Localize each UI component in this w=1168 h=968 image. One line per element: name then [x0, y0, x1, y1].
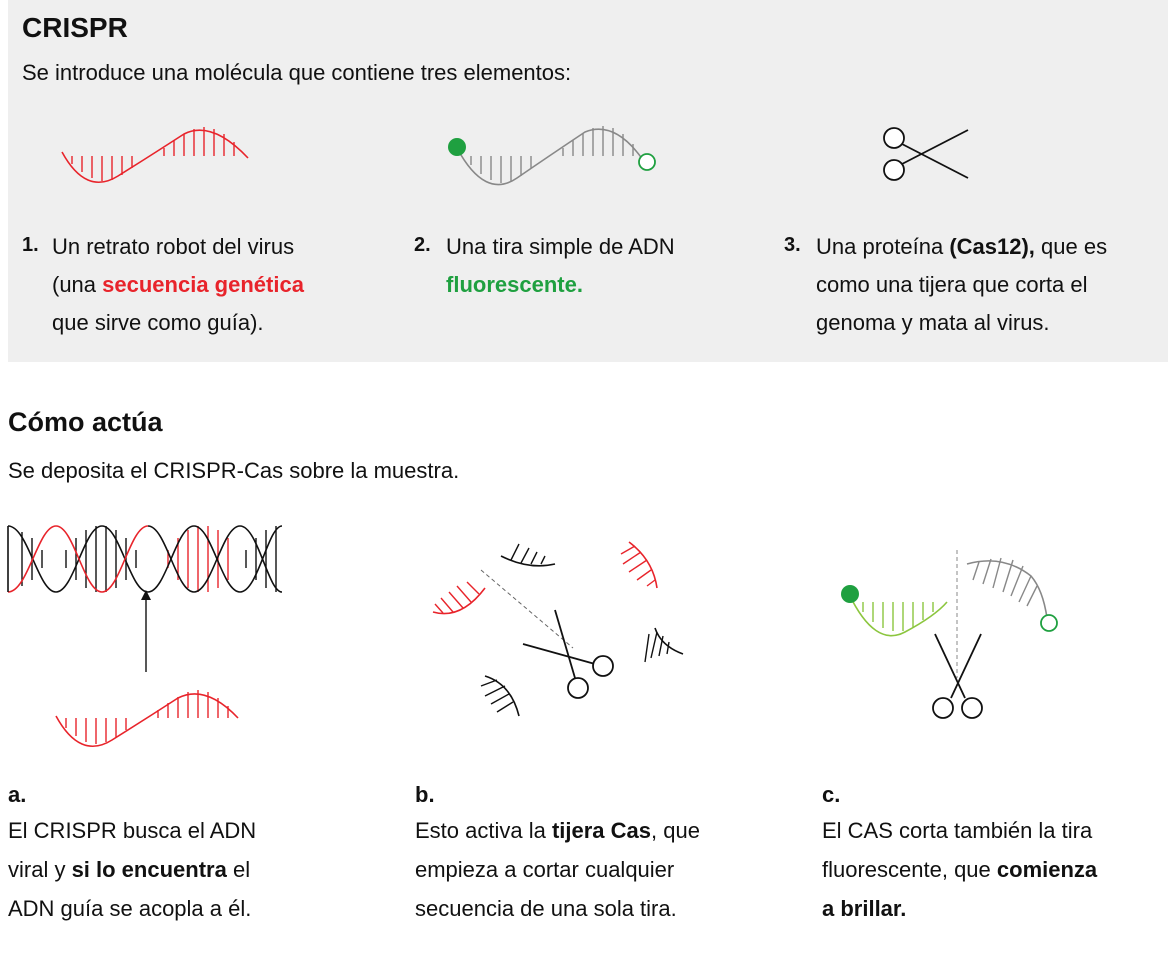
item-text-3: Una proteína (Cas12), que es como una ti… [816, 234, 1108, 335]
item-number-3: 3. [784, 234, 801, 256]
item-text-1: Un retrato robot del virus (una secuenci… [52, 234, 304, 335]
crispr-panel [8, 0, 1168, 362]
como-actua-intro: Se deposita el CRISPR-Cas sobre la muest… [8, 458, 460, 483]
step-text-c: El CAS corta también la tira fluorescent… [822, 818, 1098, 921]
fluorescent-cut-illustration [841, 550, 1058, 719]
step-text-a: El CRISPR busca el ADN viral y si lo enc… [8, 818, 257, 921]
fluorescent-strand-illustration [448, 126, 656, 186]
cutting-fragments-illustration [432, 541, 684, 717]
step-letter-c: c. [822, 782, 841, 807]
crispr-intro: Se introduce una molécula que contiene t… [22, 60, 572, 85]
step-letter-b: b. [415, 782, 435, 807]
item-number-1: 1. [22, 234, 39, 256]
double-helix-illustration [7, 525, 283, 748]
item-text-2: Una tira simple de ADN fluorescente. [446, 234, 675, 297]
item-number-2: 2. [414, 234, 431, 256]
scissors-icon [883, 127, 969, 181]
step-letter-a: a. [8, 782, 27, 807]
como-actua-title: Cómo actúa [8, 407, 163, 437]
guide-rna-illustration [61, 127, 249, 184]
step-text-b: Esto activa la tijera Cas, que empieza a… [415, 818, 700, 921]
crispr-title: CRISPR [22, 12, 128, 43]
